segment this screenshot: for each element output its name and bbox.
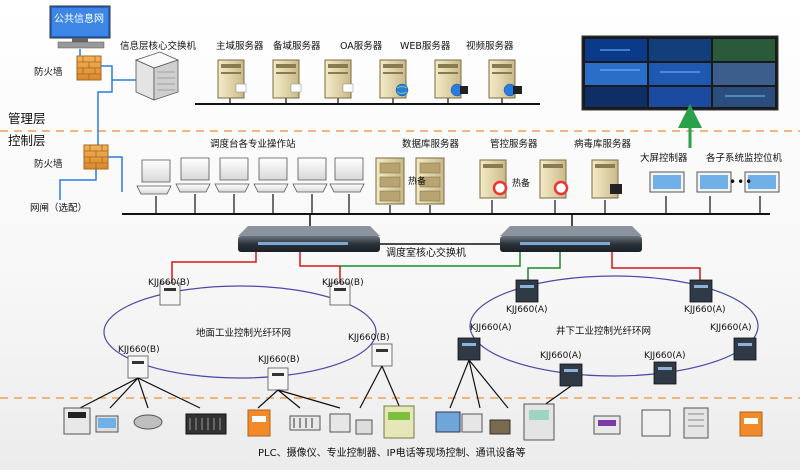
ring-right-node-2-label: KJJ660(A) (684, 305, 726, 315)
ring-right (469, 275, 759, 377)
layer-management-label: 管理层 (8, 111, 46, 126)
hot-standby-1: 热备 (408, 177, 427, 187)
monitor-pcs-icon (649, 171, 780, 193)
link-firewall-gateway (59, 169, 97, 200)
ring-right-node-ports (462, 285, 752, 372)
monitor-server-icon (479, 159, 569, 199)
red-link-left (171, 252, 257, 284)
layer-control-label: 控制层 (8, 133, 46, 148)
dispatch-switch-label: 调度室核心交换机 (386, 248, 466, 259)
ring-left (103, 285, 377, 379)
antivirus-server-label: 病毒库服务器 (574, 139, 632, 150)
red-link-right (611, 252, 701, 280)
domain-server-label: 主域服务器 (216, 41, 264, 52)
oa-server-label: OA服务器 (340, 41, 383, 52)
link-firewall-switch (97, 65, 113, 145)
web-server-icon (379, 59, 409, 99)
ring-left-node-2-label: KJJ660(B) (322, 278, 364, 288)
backup-server-label: 备域服务器 (273, 41, 321, 52)
video-server-icon (488, 59, 522, 99)
control-drops (155, 194, 761, 214)
backup-server-icon (272, 59, 302, 99)
hot-standby-2: 热备 (512, 179, 531, 189)
antivirus-server-icon (591, 159, 622, 199)
web-server-2-icon (434, 59, 468, 99)
web-server-label: WEB服务器 (400, 41, 451, 52)
info-core-switch-label: 信息层核心交换机 (120, 41, 197, 52)
db-server-label: 数据库服务器 (402, 139, 460, 150)
ring-left-node-4-label: KJJ660(B) (118, 345, 160, 355)
ring-right-node-3-label: KJJ660(A) (470, 323, 512, 333)
info-core-switch-icon (134, 51, 180, 101)
ring-right-label: 井下工业控制光纤环网 (556, 326, 652, 337)
video-wall-display (581, 35, 779, 111)
ring-left-label: 地面工业控制光纤环网 (196, 328, 292, 339)
ring-right-node-4-label: KJJ660(A) (710, 323, 752, 333)
firewall-top-icon (76, 55, 102, 81)
bigscreen-controller-label: 大屏控制器 (640, 153, 688, 164)
field-devices-caption: PLC、摄像仪、专业控制器、IP电话等现场控制、通讯设备等 (258, 448, 526, 459)
ring-left-node-5-label: KJJ660(B) (258, 355, 300, 365)
firewall-top-label: 防火墙 (34, 67, 63, 78)
public-info-monitor (49, 5, 111, 49)
public-info-label: 公共信息网 (54, 14, 104, 25)
field-devices (63, 403, 763, 441)
monitor-server-label: 管控服务器 (490, 139, 538, 150)
firewall-mid-icon (83, 144, 109, 170)
domain-server-icon (217, 59, 247, 99)
operator-workstations-icon (136, 157, 365, 195)
red-link-mid (299, 252, 341, 284)
dispatch-switch-right-icon (500, 226, 642, 252)
more-ellipsis: ••• (729, 175, 754, 189)
operator-stations-label: 调度台各专业操作站 (210, 139, 296, 150)
green-link-left (340, 252, 521, 267)
server-drops-top (229, 98, 503, 104)
ring-right-node-1-label: KJJ660(A) (506, 305, 548, 315)
ring-left-node-ports (132, 288, 388, 376)
gateway-label: 网闸（选配） (30, 203, 88, 214)
video-server-label: 视频服务器 (466, 41, 514, 52)
oa-server-icon (324, 59, 354, 99)
green-link-right (527, 252, 561, 280)
firewall-mid-label: 防火墙 (34, 159, 63, 170)
ring-left-node-1-label: KJJ660(B) (148, 278, 190, 288)
subsystem-monitors-label: 各子系统监控位机 (706, 153, 783, 164)
link-gateway-ctrl (108, 156, 123, 192)
ring-right-node-6-label: KJJ660(A) (644, 351, 686, 361)
db-server-icon (375, 157, 445, 205)
ring-left-node-3-label: KJJ660(B) (348, 333, 390, 343)
ring-right-node-5-label: KJJ660(A) (540, 351, 582, 361)
dispatch-switch-left-icon (238, 226, 380, 252)
